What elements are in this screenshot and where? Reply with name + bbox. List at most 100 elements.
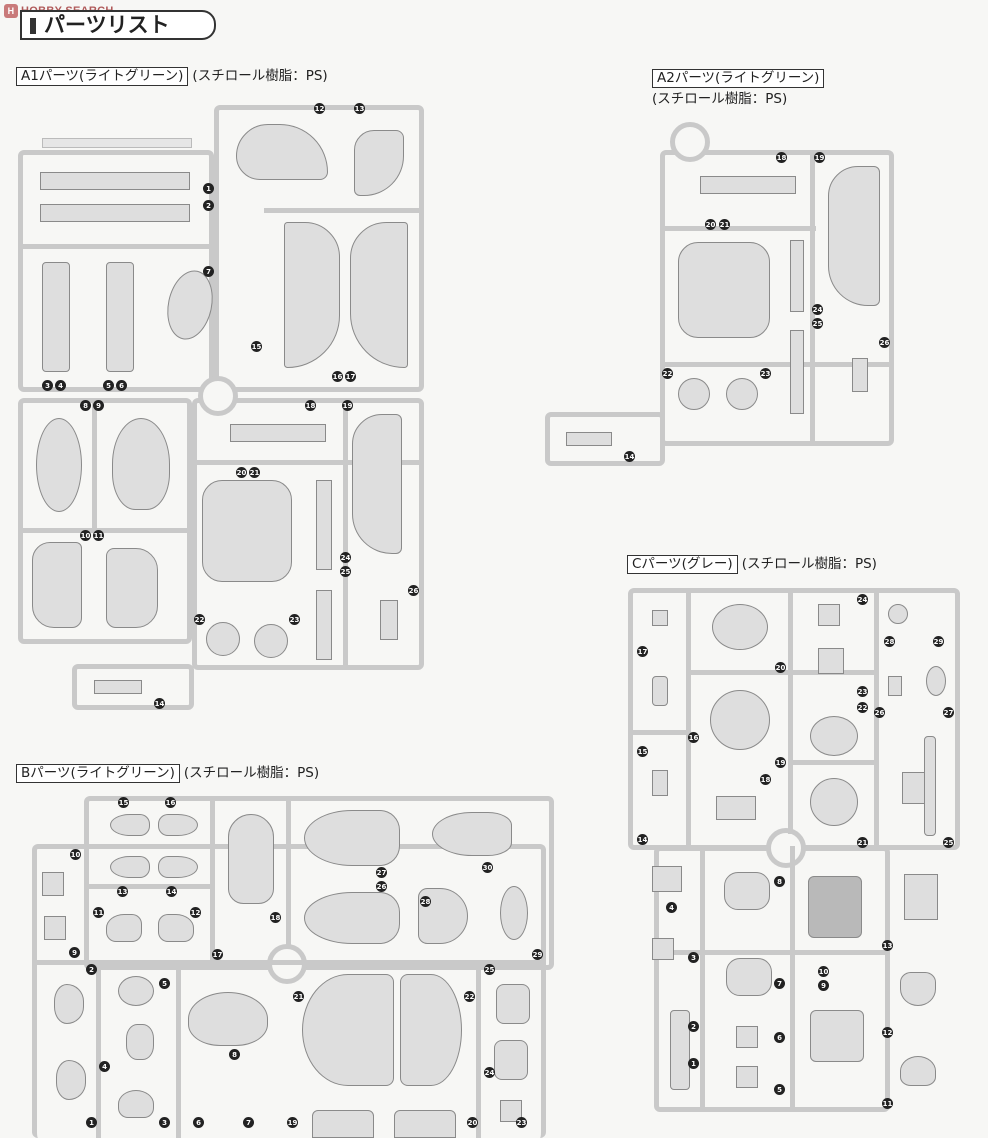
b-label: Bパーツ(ライトグリーン) xyxy=(16,764,180,783)
part-number-a1: 15 xyxy=(251,341,262,352)
part-number-c: 14 xyxy=(637,834,648,845)
part-number-a1: 5 xyxy=(103,380,114,391)
part-number-b: 23 xyxy=(516,1117,527,1128)
part-number-b: 24 xyxy=(484,1067,495,1078)
part-number-a2: 20 xyxy=(705,219,716,230)
part-number-c: 20 xyxy=(775,662,786,673)
part-number-a1: 14 xyxy=(154,698,165,709)
part-number-a2: 18 xyxy=(776,152,787,163)
part-number-b: 3 xyxy=(159,1117,170,1128)
part-number-c: 8 xyxy=(774,876,785,887)
part-number-b: 6 xyxy=(193,1117,204,1128)
part-number-b: 13 xyxy=(117,886,128,897)
part-number-b: 11 xyxy=(93,907,104,918)
part-number-a1: 23 xyxy=(289,614,300,625)
part-number-b: 29 xyxy=(532,949,543,960)
part-number-b: 8 xyxy=(229,1049,240,1060)
part-number-b: 14 xyxy=(166,886,177,897)
part-number-c: 12 xyxy=(882,1027,893,1038)
part-number-b: 7 xyxy=(243,1117,254,1128)
part-number-c: 22 xyxy=(857,702,868,713)
part-number-c: 9 xyxy=(818,980,829,991)
part-number-b: 9 xyxy=(69,947,80,958)
part-number-c: 21 xyxy=(857,837,868,848)
part-number-c: 4 xyxy=(666,902,677,913)
part-number-b: 15 xyxy=(118,797,129,808)
part-number-b: 30 xyxy=(482,862,493,873)
part-number-a2: 19 xyxy=(814,152,825,163)
part-number-b: 25 xyxy=(484,964,495,975)
part-number-c: 16 xyxy=(688,732,699,743)
part-number-c: 19 xyxy=(775,757,786,768)
part-number-c: 2 xyxy=(688,1021,699,1032)
part-number-c: 7 xyxy=(774,978,785,989)
part-number-b: 19 xyxy=(287,1117,298,1128)
part-number-b: 21 xyxy=(293,991,304,1002)
part-number-b: 16 xyxy=(165,797,176,808)
part-number-a2: 23 xyxy=(760,368,771,379)
part-number-b: 18 xyxy=(270,912,281,923)
part-number-a1: 25 xyxy=(340,566,351,577)
part-number-b: 22 xyxy=(464,991,475,1002)
part-number-c: 3 xyxy=(688,952,699,963)
part-number-a2: 14 xyxy=(624,451,635,462)
part-number-c: 24 xyxy=(857,594,868,605)
part-number-c: 29 xyxy=(933,636,944,647)
part-number-c: 1 xyxy=(688,1058,699,1069)
part-number-c: 5 xyxy=(774,1084,785,1095)
part-number-c: 11 xyxy=(882,1098,893,1109)
part-number-a1: 20 xyxy=(236,467,247,478)
part-number-c: 23 xyxy=(857,686,868,697)
b-material: (スチロール樹脂：PS) xyxy=(183,765,320,781)
part-number-a1: 9 xyxy=(93,400,104,411)
c-label: Cパーツ(グレー) xyxy=(627,555,738,574)
part-number-a1: 12 xyxy=(314,103,325,114)
part-number-b: 4 xyxy=(99,1061,110,1072)
part-number-a1: 4 xyxy=(55,380,66,391)
part-number-a1: 1 xyxy=(203,183,214,194)
part-number-c: 6 xyxy=(774,1032,785,1043)
a2-label: A2パーツ(ライトグリーン) xyxy=(652,69,825,88)
part-number-a1: 24 xyxy=(340,552,351,563)
part-number-c: 17 xyxy=(637,646,648,657)
part-number-a1: 19 xyxy=(342,400,353,411)
part-number-b: 17 xyxy=(212,949,223,960)
hobby-search-logo-icon: H xyxy=(4,4,18,18)
section-label-a2: A2パーツ(ライトグリーン) xyxy=(652,69,825,88)
part-number-c: 13 xyxy=(882,940,893,951)
section-label-a1: A1パーツ(ライトグリーン) (スチロール樹脂：PS) xyxy=(16,67,328,86)
part-number-a2: 21 xyxy=(719,219,730,230)
part-number-b: 28 xyxy=(420,896,431,907)
part-number-a1: 10 xyxy=(80,530,91,541)
part-number-a1: 16 xyxy=(332,371,343,382)
part-number-a1: 21 xyxy=(249,467,260,478)
part-number-a1: 11 xyxy=(93,530,104,541)
part-number-b: 10 xyxy=(70,849,81,860)
part-number-a1: 13 xyxy=(354,103,365,114)
part-number-b: 2 xyxy=(86,964,97,975)
part-number-b: 12 xyxy=(190,907,201,918)
section-label-b: Bパーツ(ライトグリーン) (スチロール樹脂：PS) xyxy=(16,764,319,783)
a1-label: A1パーツ(ライトグリーン) xyxy=(16,67,189,86)
part-number-b: 26 xyxy=(376,881,387,892)
part-number-a1: 3 xyxy=(42,380,53,391)
part-number-a1: 26 xyxy=(408,585,419,596)
part-number-a1: 17 xyxy=(345,371,356,382)
section-material-a2: (スチロール樹脂：PS) xyxy=(652,91,787,108)
page-title: パーツリスト xyxy=(20,10,216,40)
c-material: (スチロール樹脂：PS) xyxy=(741,556,877,572)
part-number-b: 20 xyxy=(467,1117,478,1128)
part-number-c: 10 xyxy=(818,966,829,977)
part-number-c: 28 xyxy=(884,636,895,647)
part-number-c: 25 xyxy=(943,837,954,848)
part-number-b: 1 xyxy=(86,1117,97,1128)
part-number-a2: 26 xyxy=(879,337,890,348)
section-label-c: Cパーツ(グレー) (スチロール樹脂：PS) xyxy=(627,555,877,574)
part-number-c: 27 xyxy=(943,707,954,718)
part-number-a1: 18 xyxy=(305,400,316,411)
part-number-c: 15 xyxy=(637,746,648,757)
part-number-a1: 22 xyxy=(194,614,205,625)
part-number-a1: 6 xyxy=(116,380,127,391)
part-number-a1: 7 xyxy=(203,266,214,277)
part-number-a1: 2 xyxy=(203,200,214,211)
